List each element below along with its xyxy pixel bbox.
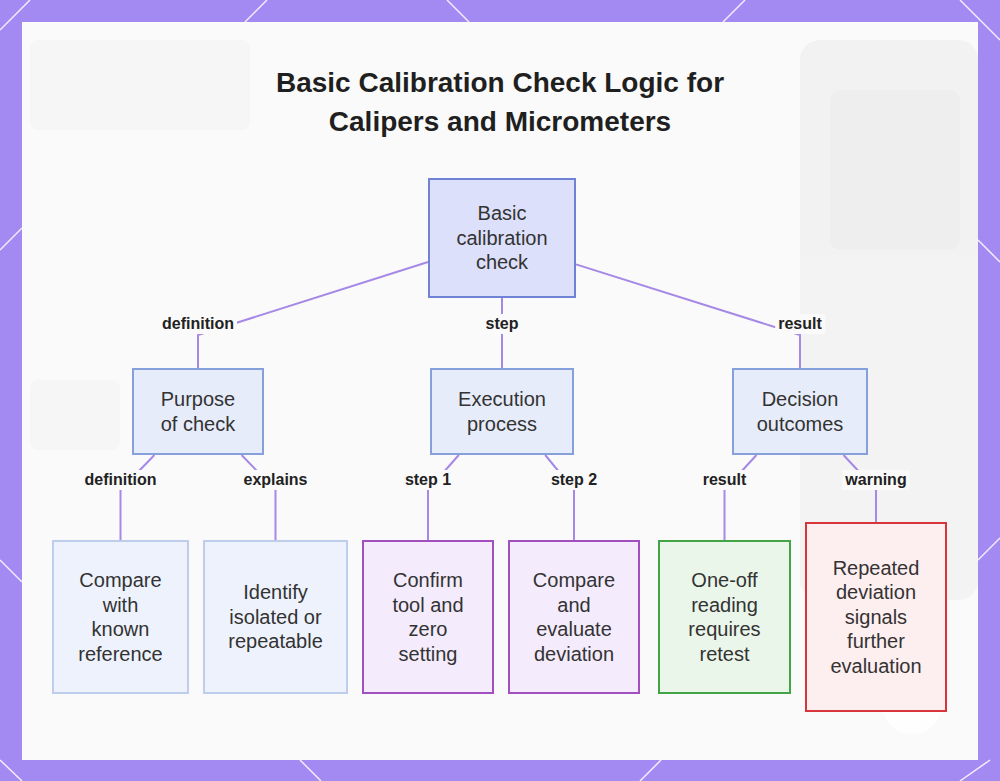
node-label: Execution process — [442, 387, 562, 436]
definition-box: Identify isolated or repeatable — [203, 540, 348, 694]
root-box: Basic calibration check — [428, 178, 576, 298]
node-label: Decision outcomes — [745, 387, 855, 436]
edge-label: result — [700, 470, 750, 490]
node-label: Confirm tool and zero setting — [378, 568, 478, 666]
category-box: Purpose of check — [132, 368, 264, 455]
edge-label: result — [775, 314, 825, 334]
result-box: One-off reading requires retest — [658, 540, 791, 694]
node-label: Purpose of check — [153, 387, 243, 436]
definition-box: Compare with known reference — [52, 540, 189, 694]
diagram-title: Basic Calibration Check Logic for Calipe… — [230, 63, 770, 141]
connector-line — [725, 455, 757, 540]
node-label: One-off reading requires retest — [675, 568, 775, 666]
node-label: Compare and evaluate deviation — [527, 568, 622, 666]
node-label: Repeated deviation signals further evalu… — [826, 556, 926, 679]
connector-line — [428, 455, 459, 540]
edge-label: definition — [82, 470, 160, 490]
connector-line — [242, 455, 276, 540]
step-box: Compare and evaluate deviation — [508, 540, 640, 694]
panel — [22, 22, 978, 760]
edge-label: step 2 — [548, 470, 600, 490]
edge-label: step — [483, 314, 522, 334]
edge-label: explains — [240, 470, 310, 490]
edge-label: warning — [842, 470, 909, 490]
blurred-photo — [30, 40, 978, 600]
category-box: Execution process — [430, 368, 574, 455]
node-label: Compare with known reference — [73, 568, 168, 666]
category-box: Decision outcomes — [732, 368, 868, 455]
edge-label: definition — [159, 314, 237, 334]
edge-label: step 1 — [402, 470, 454, 490]
node-label: Basic calibration check — [437, 201, 567, 275]
connector-line — [545, 455, 574, 540]
warning-box: Repeated deviation signals further evalu… — [805, 522, 947, 712]
node-label: Identify isolated or repeatable — [227, 580, 324, 654]
connector-line — [576, 264, 800, 368]
connector-line — [121, 455, 155, 540]
step-box: Confirm tool and zero setting — [362, 540, 494, 694]
